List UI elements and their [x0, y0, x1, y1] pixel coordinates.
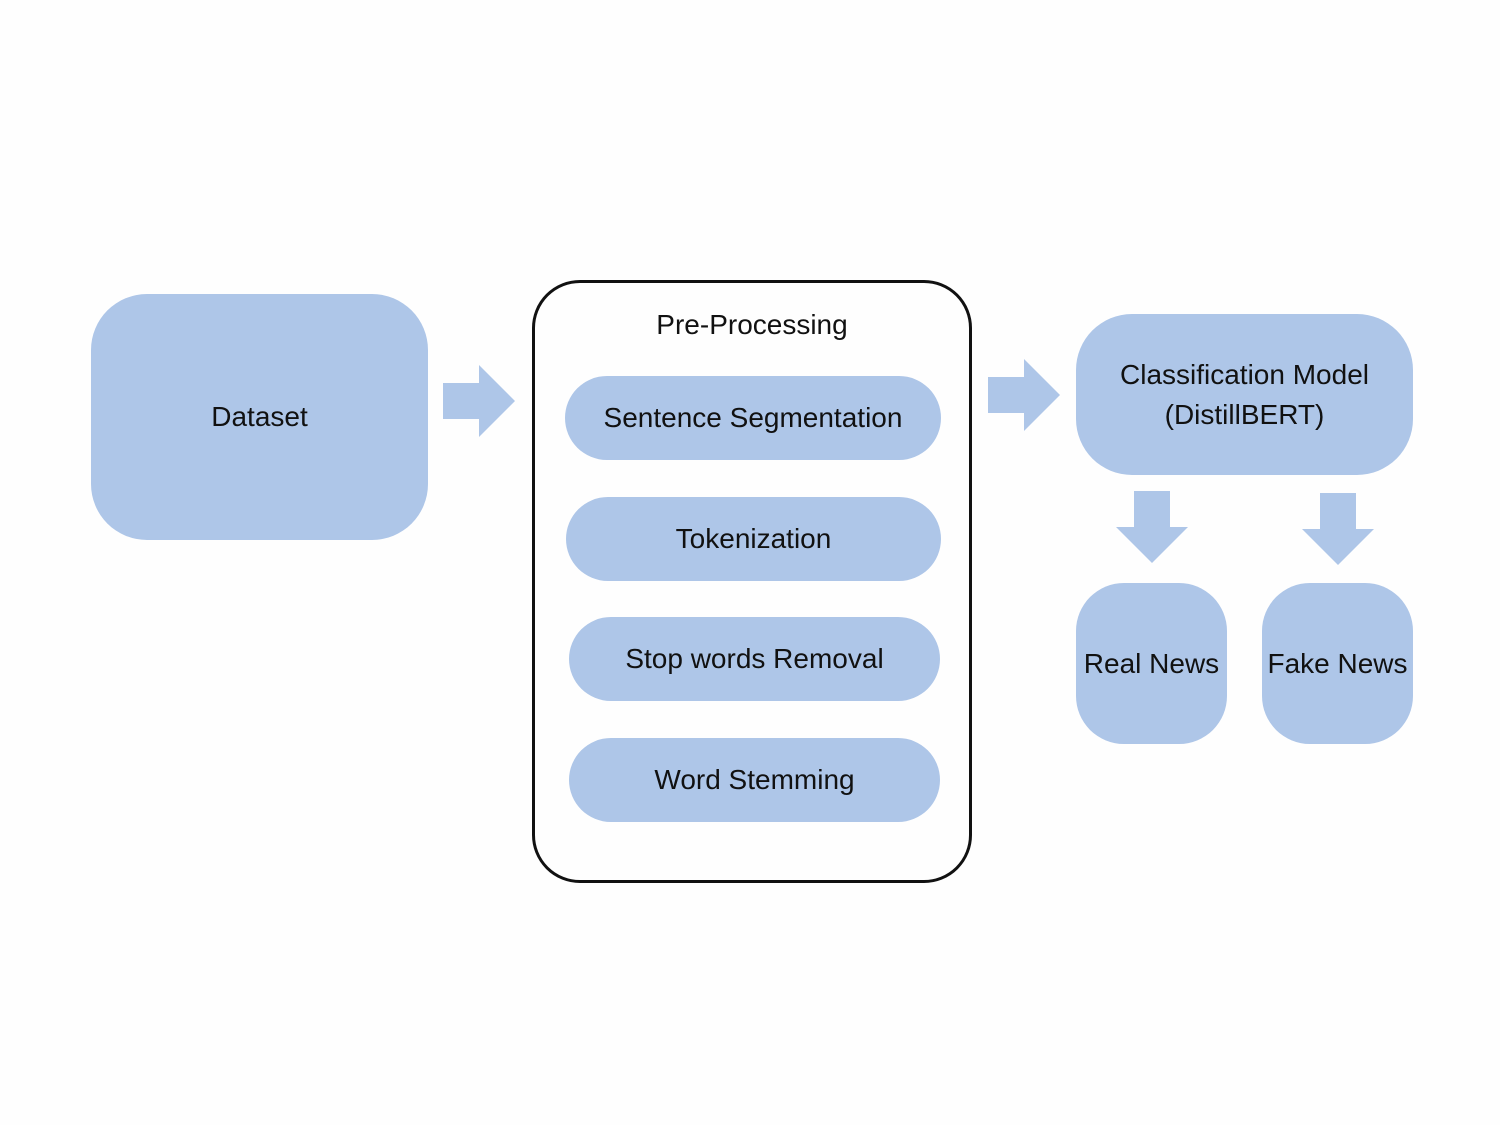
- step-tokenization: Tokenization: [566, 497, 941, 581]
- step-label: Stop words Removal: [625, 643, 884, 674]
- arrow-right-icon: [988, 359, 1060, 431]
- real-news-node: Real News: [1076, 583, 1227, 744]
- arrow-down-icon: [1302, 493, 1374, 565]
- step-stop-words-removal: Stop words Removal: [569, 617, 940, 701]
- step-label: Sentence Segmentation: [603, 402, 903, 433]
- fake-news-node: Fake News: [1262, 583, 1413, 744]
- arrow-right-icon: [443, 365, 515, 437]
- step-label: Tokenization: [675, 523, 832, 554]
- real-news-label: Real News: [1083, 647, 1220, 679]
- preprocessing-title: Pre-Processing: [656, 309, 848, 340]
- step-sentence-segmentation: Sentence Segmentation: [565, 376, 941, 460]
- step-label: Word Stemming: [654, 764, 855, 795]
- classifier-label-line2: (DistillBERT): [1164, 398, 1325, 430]
- classification-model-node: Classification Model (DistillBERT): [1076, 314, 1413, 475]
- fake-news-label: Fake News: [1267, 647, 1408, 679]
- arrow-down-icon: [1116, 491, 1188, 563]
- step-word-stemming: Word Stemming: [569, 738, 940, 822]
- dataset-node: Dataset: [91, 294, 428, 540]
- dataset-label: Dataset: [211, 401, 308, 433]
- classifier-label-line1: Classification Model: [1120, 359, 1369, 391]
